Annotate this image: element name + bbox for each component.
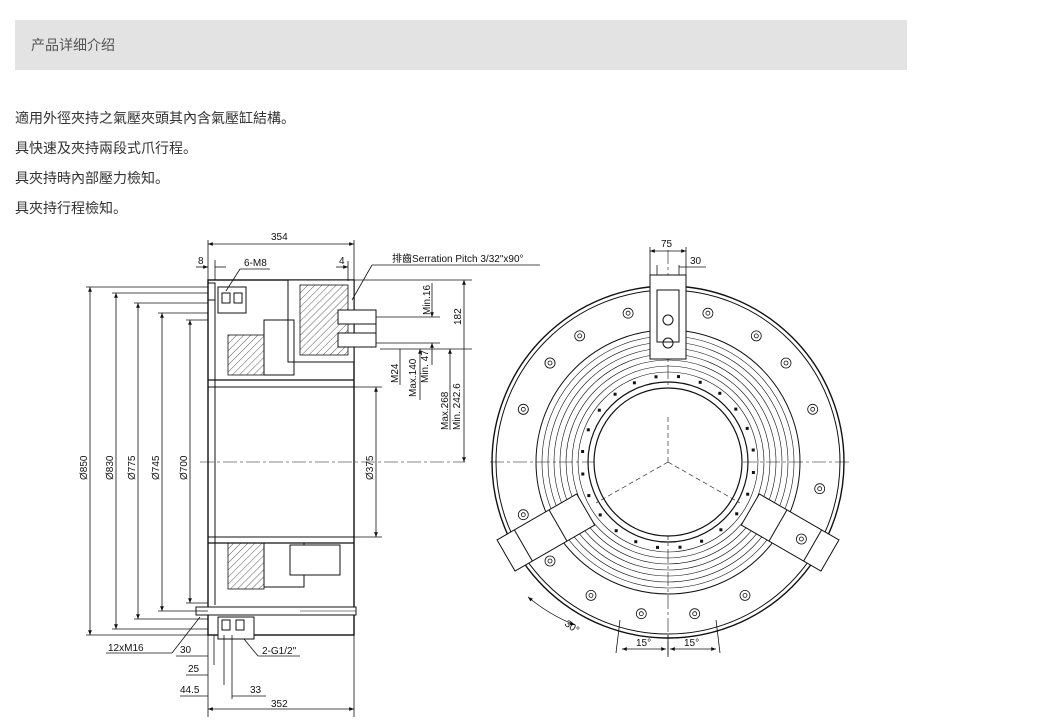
dim-m24: M24 (390, 363, 401, 383)
dim-8: 8 (198, 256, 204, 267)
front-dimensions (527, 247, 721, 657)
bolt-hole-center (520, 512, 526, 518)
index-mark (746, 492, 750, 496)
index-mark (598, 513, 602, 517)
bolt-hole-center (753, 333, 759, 339)
dim-25: 25 (188, 664, 200, 675)
jaw-width-label: 75 (661, 239, 673, 250)
front-view (490, 250, 850, 655)
jaw-top (649, 274, 687, 360)
inner-marks (581, 375, 755, 549)
port-thread: 2-G1/2" (262, 646, 297, 657)
index-mark (613, 392, 617, 396)
bolt-hole-center (577, 333, 583, 339)
section-title: 产品详细介绍 (31, 38, 115, 54)
index-mark (586, 428, 590, 432)
index-mark (677, 375, 680, 379)
dim-min16: Min.16 (422, 285, 433, 315)
bolt-hole-center (625, 310, 631, 316)
index-mark (735, 512, 739, 516)
feature-item: 具夾持行程檢知。 (15, 201, 127, 217)
feature-item: 具快速及夾持兩段式爪行程。 (15, 141, 197, 157)
index-mark (656, 545, 659, 549)
feature-list: 適用外徑夾持之氣壓夾頭其內含氣壓缸結構。 具快速及夾持兩段式爪行程。 具夾持時內… (15, 104, 295, 224)
dim-33: 33 (250, 685, 262, 696)
dim-min242: Min. 242.6 (452, 383, 463, 430)
dim-352: 352 (271, 699, 288, 710)
index-mark (678, 545, 682, 549)
dim-d745: Ø745 (151, 455, 162, 480)
bolt-thread: 6-M8 (244, 258, 267, 269)
dim-d775: Ø775 (127, 455, 138, 480)
side-view (195, 279, 465, 640)
bolt-hole-center (799, 536, 804, 542)
index-mark (634, 540, 638, 544)
index-mark (698, 380, 702, 384)
dim-d830: Ø830 (105, 455, 116, 480)
index-mark (751, 471, 755, 474)
index-mark (597, 408, 601, 412)
jaw-key-label: 30 (690, 256, 702, 267)
section-header: 产品详细介绍 (15, 20, 907, 70)
side-labels: 354 8 6-M8 4 排齒Serration Pitch 3/32"x90°… (79, 232, 524, 710)
dim-354: 354 (271, 232, 288, 243)
index-mark (581, 450, 585, 453)
dim-30: 30 (180, 645, 192, 656)
index-mark (734, 407, 738, 411)
bolt-hole-center (705, 310, 711, 316)
index-mark (718, 391, 722, 395)
technical-drawing: 354 8 6-M8 4 排齒Serration Pitch 3/32"x90°… (79, 232, 850, 717)
dim-min47: Min. 47 (420, 350, 431, 383)
index-mark (632, 381, 636, 385)
dim-bore: Ø375 (365, 455, 376, 480)
jaw-right (740, 493, 840, 572)
jaw-left (496, 493, 596, 572)
dim-44-5: 44.5 (180, 685, 200, 696)
serration-label: 排齒Serration Pitch 3/32"x90° (392, 252, 524, 265)
side-dimensions (86, 240, 540, 717)
bolt-hole-center (742, 592, 748, 598)
index-mark (719, 528, 723, 532)
bolt-hole-center (588, 592, 594, 598)
bolt-hole-center (783, 360, 789, 366)
angle-15-right: 15° (684, 638, 699, 649)
index-mark (745, 426, 749, 430)
dim-d700: Ø700 (179, 455, 190, 480)
dim-d850: Ø850 (79, 455, 90, 480)
bolt-holes (517, 307, 826, 620)
dim-max140: Max.140 (408, 358, 419, 397)
index-mark (581, 472, 585, 476)
index-mark (654, 375, 658, 379)
feature-item: 適用外徑夾持之氣壓夾頭其內含氣壓缸結構。 (15, 111, 295, 127)
index-mark (751, 448, 755, 452)
bolt-hole-center (520, 406, 526, 412)
bolt-hole-center (810, 406, 816, 412)
bolt-hole-center (817, 486, 823, 492)
feature-item: 具夾持時內部壓力檢知。 (15, 171, 169, 187)
dim-max268: Max.268 (440, 391, 451, 430)
bolt-hole-center (547, 360, 553, 366)
index-mark (700, 539, 704, 543)
dim-182: 182 (453, 308, 464, 325)
angle-15-left: 15° (636, 638, 651, 649)
dim-4: 4 (339, 256, 345, 267)
bolt-hole-center (692, 611, 698, 617)
bolt-hole-center (547, 558, 553, 564)
mount-thread: 12xM16 (108, 643, 144, 654)
index-mark (614, 529, 618, 533)
index-mark (587, 494, 591, 498)
bolt-hole-center (638, 611, 644, 617)
